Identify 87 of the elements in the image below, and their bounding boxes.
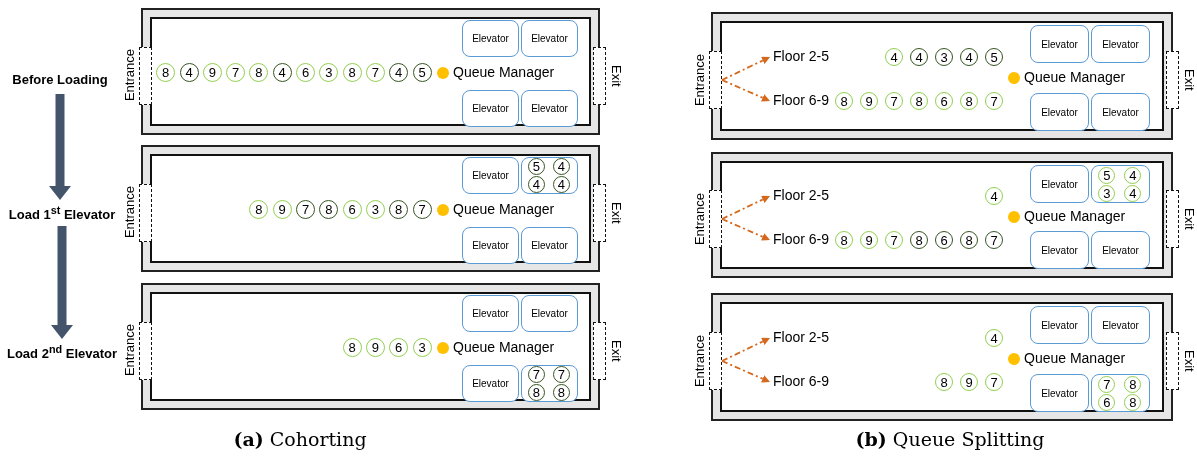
- step-label: Load 1$^{st}$ Elevator: [0, 204, 124, 222]
- passenger-circle: 4: [1124, 184, 1142, 202]
- floor-label: Floor 2-5: [773, 329, 841, 347]
- arrow: [49, 94, 71, 200]
- queue-manager-label: Queue Manager: [453, 338, 555, 355]
- passenger-circle: 6: [1098, 393, 1116, 411]
- passenger-circle: 4: [1124, 166, 1142, 184]
- arrow: [721, 360, 770, 383]
- doorway: [1166, 190, 1179, 248]
- caption: (a) Cohorting: [233, 428, 367, 450]
- elevator-box: Elevator: [521, 295, 578, 332]
- passenger-circle: 4: [552, 158, 570, 176]
- passenger-circle: 3: [1098, 184, 1116, 202]
- door-label: Entrance: [122, 49, 137, 102]
- door-label: Exit: [1182, 350, 1197, 372]
- doorway: [593, 183, 606, 242]
- elevator-box: Elevator: [1091, 306, 1150, 344]
- floor-label: Floor 6-9: [773, 373, 841, 391]
- queue-manager-label: Queue Manager: [453, 63, 555, 80]
- passenger-circle: 8: [1124, 375, 1142, 393]
- door-label: Entrance: [122, 324, 137, 377]
- step-label: Before Loading: [0, 72, 120, 90]
- door-label: Entrance: [692, 192, 707, 245]
- queue-manager-label: Queue Manager: [453, 200, 555, 217]
- elevator-box: Elevator: [521, 227, 578, 264]
- door-label: Exit: [609, 64, 624, 87]
- elevator-box: Elevator: [1091, 93, 1150, 131]
- door-label: Entrance: [692, 334, 707, 387]
- elevator-box: [1091, 374, 1150, 412]
- door-label: Entrance: [692, 53, 707, 106]
- queue-manager-label: Queue Manager: [1024, 350, 1126, 366]
- elevator-box: Elevator: [1030, 231, 1089, 269]
- passenger-circle: 4: [552, 175, 570, 193]
- elevator-box: Elevator: [462, 365, 519, 402]
- elevator-box: Elevator: [1030, 374, 1089, 412]
- elevator-box: Elevator: [1030, 93, 1089, 131]
- door-label: Exit: [609, 201, 624, 224]
- doorway: [593, 321, 606, 380]
- elevator-box: Elevator: [521, 20, 578, 57]
- elevator-box: [1091, 165, 1150, 203]
- doorway: [593, 46, 606, 105]
- arrow: [721, 79, 770, 102]
- arrow: [721, 56, 770, 81]
- elevator-box: Elevator: [462, 157, 519, 194]
- floor-label: Floor 2-5: [773, 48, 841, 66]
- arrow: [51, 226, 73, 339]
- elevator-box: Elevator: [1030, 306, 1089, 344]
- elevator-box: Elevator: [462, 227, 519, 264]
- elevator-box: Elevator: [1030, 165, 1089, 203]
- passenger-circle: 7: [527, 366, 545, 384]
- elevator-box: Elevator: [1091, 231, 1150, 269]
- doorway: [709, 332, 722, 390]
- doorway: [139, 183, 152, 242]
- elevator-box: Elevator: [1030, 25, 1089, 63]
- elevator-box: [521, 157, 578, 194]
- passenger-circle: 5: [1098, 166, 1116, 184]
- floor-label: Floor 2-5: [773, 187, 841, 205]
- doorway: [139, 321, 152, 380]
- passenger-circle: 7: [1098, 375, 1116, 393]
- door-label: Exit: [1182, 208, 1197, 230]
- elevator-box: Elevator: [521, 90, 578, 127]
- queue-manager-label: Queue Manager: [1024, 69, 1126, 85]
- doorway: [1166, 332, 1179, 390]
- passenger-circle: 8: [552, 383, 570, 401]
- arrow: [721, 218, 770, 241]
- elevator-box: [521, 365, 578, 402]
- passenger-circle: 5: [527, 158, 545, 176]
- door-label: Entrance: [122, 186, 137, 239]
- passenger-circle: 7: [552, 366, 570, 384]
- caption: (b) Queue Splitting: [855, 428, 1045, 450]
- elevator-box: Elevator: [462, 295, 519, 332]
- queue-manager-label: Queue Manager: [1024, 208, 1126, 224]
- doorway: [139, 46, 152, 105]
- elevator-box: Elevator: [462, 20, 519, 57]
- elevator-box: Elevator: [1091, 25, 1150, 63]
- step-label: Load 2$^{nd}$ Elevator: [0, 343, 124, 361]
- door-label: Exit: [1182, 69, 1197, 91]
- elevator-box: Elevator: [462, 90, 519, 127]
- doorway: [709, 190, 722, 248]
- arrow: [721, 337, 770, 362]
- passenger-circle: 8: [527, 383, 545, 401]
- passenger-circle: 4: [527, 175, 545, 193]
- passenger-circle: 8: [1124, 393, 1142, 411]
- doorway: [1166, 51, 1179, 109]
- doorway: [709, 51, 722, 109]
- arrow: [721, 195, 770, 220]
- door-label: Exit: [609, 339, 624, 362]
